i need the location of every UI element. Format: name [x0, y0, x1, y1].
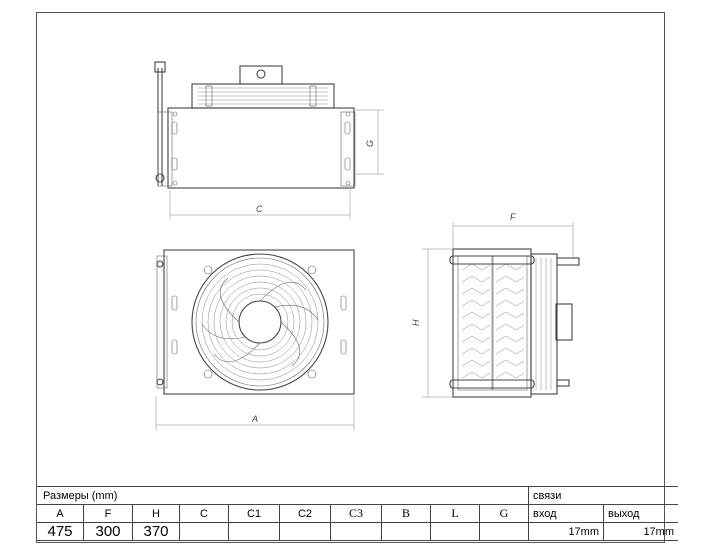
header-b: B	[381, 504, 431, 523]
header-l: L	[430, 504, 480, 523]
header-c2: C2	[279, 504, 331, 523]
value-f: 300	[83, 522, 133, 541]
value-a: 475	[37, 522, 84, 541]
dim-label-h: H	[411, 319, 421, 326]
value-inlet: 17mm	[528, 522, 604, 541]
dim-label-a: A	[251, 414, 258, 424]
header-g: G	[479, 504, 529, 523]
dimensions-table: Размеры (mm) связи A F H C C1 C2 C3 B L …	[37, 486, 678, 541]
drawing-sheet	[36, 12, 665, 543]
value-b	[381, 522, 431, 541]
header-c3: C3	[330, 504, 382, 523]
dim-label-f: F	[510, 212, 516, 222]
side-view: F H	[411, 212, 580, 398]
value-c3	[330, 522, 382, 541]
value-g	[479, 522, 529, 541]
value-c1	[228, 522, 280, 541]
header-c: C	[179, 504, 229, 523]
header-inlet: вход	[528, 504, 604, 523]
header-f: F	[83, 504, 133, 523]
table-title: Размеры (mm)	[37, 486, 529, 505]
top-view: G C	[154, 61, 384, 220]
dim-label-g: G	[365, 140, 375, 147]
front-view: A	[155, 249, 355, 430]
value-c2	[279, 522, 331, 541]
header-a: A	[37, 504, 84, 523]
header-outlet: выход	[603, 504, 678, 523]
dim-label-c: C	[256, 204, 263, 214]
value-outlet: 17mm	[603, 522, 678, 541]
value-h: 370	[132, 522, 180, 541]
value-l	[430, 522, 480, 541]
connections-title: связи	[528, 486, 678, 505]
header-c1: C1	[228, 504, 280, 523]
header-h: H	[132, 504, 180, 523]
value-c	[179, 522, 229, 541]
